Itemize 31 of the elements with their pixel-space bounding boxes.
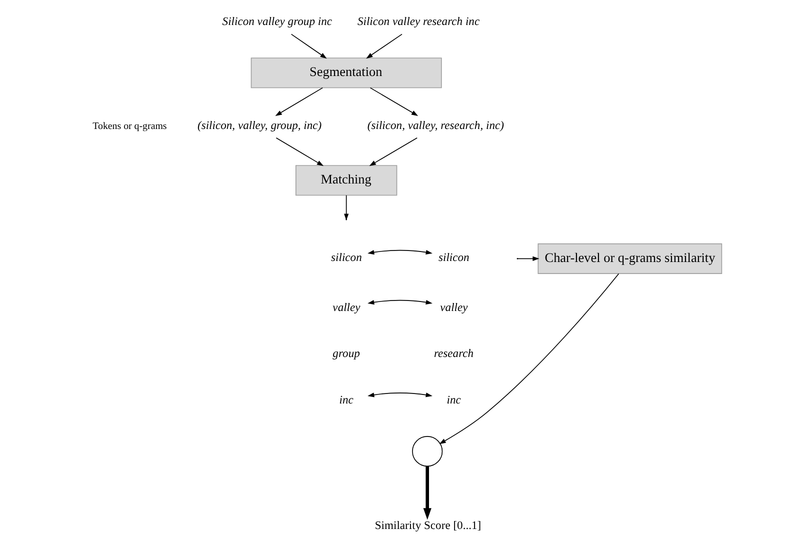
node-circle (412, 436, 442, 467)
node-text: silicon (330, 250, 362, 264)
node-box: Segmentation (250, 58, 442, 88)
node-text: inc (446, 394, 460, 407)
arrow (290, 34, 326, 59)
arrow (275, 137, 324, 166)
arrow (274, 87, 323, 116)
label: Tokens or q-grams (92, 121, 166, 132)
node-text: silicon (438, 250, 469, 264)
node-text: inc (338, 394, 353, 407)
arrow (367, 250, 432, 255)
arrow (422, 466, 431, 520)
node-text: valley (440, 300, 468, 314)
node-text: Silicon valley group inc (222, 15, 332, 28)
arrow (369, 87, 418, 116)
node-text: valley (332, 300, 360, 314)
arrow (366, 34, 402, 59)
node-box: Matching (294, 165, 397, 196)
node-text: (silicon, valley, group, inc) (197, 118, 322, 132)
node-text: Silicon valley research inc (356, 15, 480, 28)
node-text: (silicon, valley, research, inc) (366, 118, 504, 132)
arrow (368, 137, 418, 166)
node-text: Similarity Score [0...1] (374, 519, 481, 532)
arrow (517, 256, 539, 261)
arrow (367, 392, 432, 398)
node-text: research (433, 347, 474, 360)
node-box: Char-level or q-grams similarity (537, 243, 722, 274)
arrow (438, 273, 619, 444)
arrow (344, 194, 348, 220)
node-text: group (332, 347, 360, 360)
arrow (367, 300, 432, 305)
